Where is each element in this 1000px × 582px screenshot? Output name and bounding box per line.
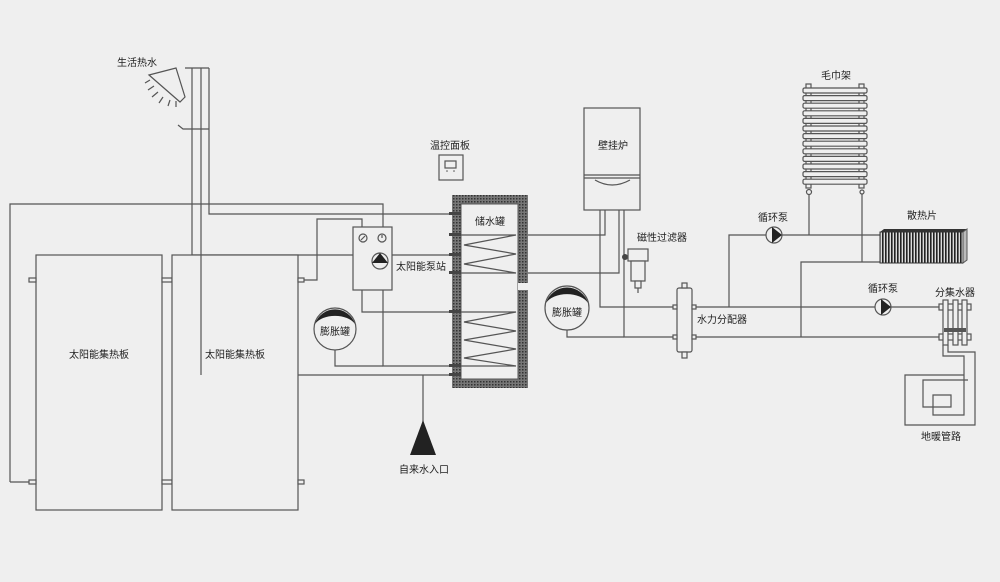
towel-rack-bar xyxy=(802,94,868,102)
towel-rack-bar xyxy=(802,133,868,140)
circulation-pump-2-label: 循环泵 xyxy=(868,282,898,295)
floor-heating-loop xyxy=(904,345,976,426)
domestic-hot-water-label: 生活热水 xyxy=(117,56,157,69)
storage-tank-label: 储水罐 xyxy=(475,215,505,228)
towel-rack-bar xyxy=(802,117,868,125)
solar-pump-station xyxy=(352,226,393,291)
expansion-tank-2: 膨胀罐 xyxy=(544,285,590,331)
water-inlet-icon xyxy=(410,420,436,455)
towel-rack-bar xyxy=(802,102,868,109)
circulation-pump-1 xyxy=(765,226,783,244)
towel-rack-bar xyxy=(802,163,868,170)
towel-rack-bar xyxy=(802,178,868,185)
shower-head-icon xyxy=(144,67,186,107)
solar-collector-1: 太阳能集热板 xyxy=(28,254,173,511)
manifold-label: 分集水器 xyxy=(935,286,975,299)
towel-rack-label: 毛巾架 xyxy=(821,69,851,82)
boiler-label: 壁挂炉 xyxy=(598,139,628,152)
towel-rack-bar xyxy=(802,125,868,132)
expansion-tank-1: 膨胀罐 xyxy=(313,307,357,351)
water-inlet-label: 自来水入口 xyxy=(399,463,449,476)
hydraulic-separator xyxy=(672,282,697,359)
magnetic-filter xyxy=(622,248,649,293)
towel-rack-bar xyxy=(802,155,868,162)
solar-pump-station-label: 太阳能泵站 xyxy=(396,260,446,273)
valve-icon xyxy=(859,189,865,195)
towel-rack-bar xyxy=(802,171,868,178)
radiator-label: 散热片 xyxy=(907,209,937,222)
expansion-tank-2-label: 膨胀罐 xyxy=(552,306,582,319)
magnetic-filter-label: 磁性过滤器 xyxy=(637,231,687,244)
solar-collector-1-label: 太阳能集热板 xyxy=(69,348,129,361)
circulation-pump-2 xyxy=(874,298,892,316)
towel-rack-bar xyxy=(802,148,868,155)
solar-collector-2-label: 太阳能集热板 xyxy=(205,348,265,361)
solar-collector-2: 太阳能集热板 xyxy=(171,254,305,511)
hydraulic-separator-label: 水力分配器 xyxy=(697,313,747,326)
towel-rack-bar xyxy=(802,140,868,147)
valve-icon xyxy=(805,188,813,196)
thermostat-panel-label: 温控面板 xyxy=(430,139,470,152)
expansion-tank-1-label: 膨胀罐 xyxy=(320,325,350,338)
towel-rack-bar xyxy=(802,110,868,117)
circulation-pump-1-label: 循环泵 xyxy=(758,211,788,224)
radiator xyxy=(879,228,968,264)
manifold xyxy=(938,299,972,346)
floor-heating-label: 地暖管路 xyxy=(921,430,961,443)
thermostat-panel[interactable] xyxy=(438,154,464,181)
towel-rack-bar xyxy=(802,87,868,94)
wall-boiler: 壁挂炉 xyxy=(583,107,641,211)
towel-rack xyxy=(802,83,868,196)
storage-tank: 储水罐 xyxy=(449,195,528,388)
